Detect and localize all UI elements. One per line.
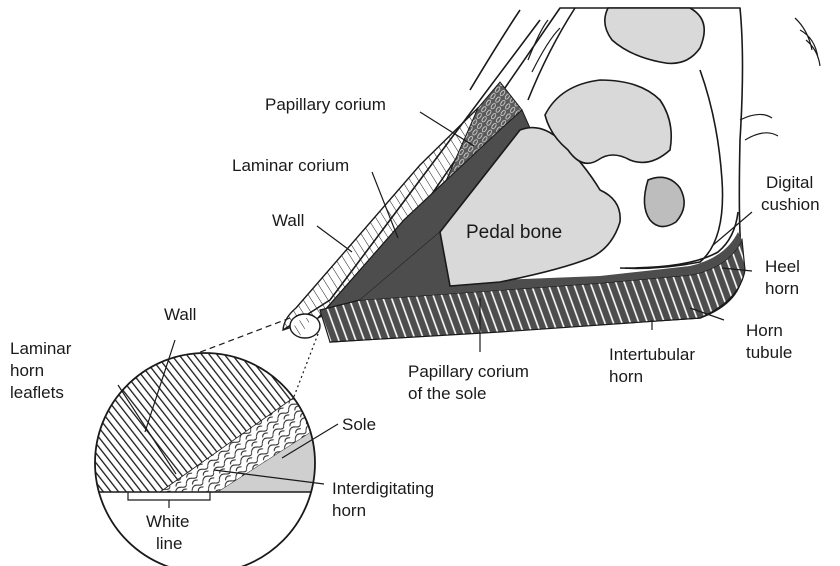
- label-cushion: cushion: [761, 195, 820, 214]
- label-laminar-1: Laminar: [10, 339, 72, 358]
- label-white-2: line: [156, 534, 182, 553]
- long-pastern: [605, 8, 704, 63]
- label-papillary-sole-1: Papillary corium: [408, 362, 529, 381]
- label-wall-top: Wall: [272, 211, 304, 230]
- label-wall-inset: Wall: [164, 305, 196, 324]
- label-horn: Horn: [746, 321, 783, 340]
- label-tubule: tubule: [746, 343, 792, 362]
- label-interdigitating-2: horn: [332, 501, 366, 520]
- inset-magnified-view: [90, 350, 330, 566]
- label-papillary-sole-2: of the sole: [408, 384, 486, 403]
- navicular-bone: [644, 177, 684, 226]
- label-laminar-2: horn: [10, 361, 44, 380]
- label-papillary-corium: Papillary corium: [265, 95, 386, 114]
- label-heel-horn: horn: [765, 279, 799, 298]
- label-laminar-corium: Laminar corium: [232, 156, 349, 175]
- label-heel: Heel: [765, 257, 800, 276]
- label-sole: Sole: [342, 415, 376, 434]
- label-white-1: White: [146, 512, 189, 531]
- label-pedal-bone: Pedal bone: [466, 222, 562, 243]
- label-intertubular-horn: horn: [609, 367, 643, 386]
- label-interdigitating-1: Interdigitating: [332, 479, 434, 498]
- hoof-section: [283, 8, 820, 342]
- label-intertubular: Intertubular: [609, 345, 695, 364]
- label-laminar-3: leaflets: [10, 383, 64, 402]
- label-digital: Digital: [766, 173, 813, 192]
